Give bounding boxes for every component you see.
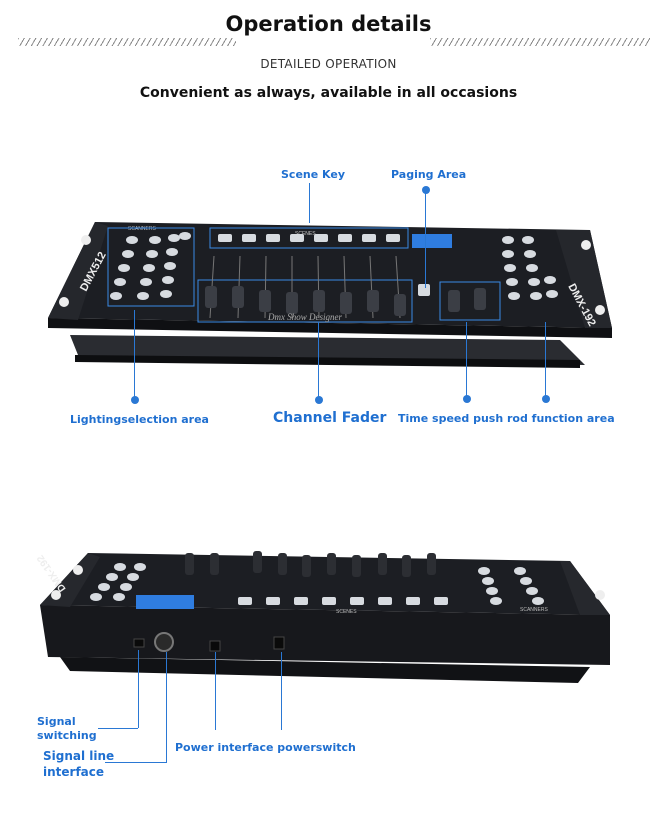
callout-dot — [463, 395, 471, 403]
scene-key-outline — [209, 227, 409, 249]
callout-line — [105, 762, 167, 763]
callout-time-speed: Time speed push rod function area — [398, 412, 615, 425]
callout-dot — [131, 396, 139, 404]
callout-power: Power interface powerswitch — [175, 741, 356, 754]
callout-line — [166, 652, 167, 762]
back-scanners-label-text: SCANNERS — [520, 607, 548, 613]
callout-dot — [422, 186, 430, 194]
callout-signal-line: Signal line interface — [43, 749, 115, 779]
lighting-selection-outline — [107, 227, 195, 307]
time-speed-outline — [439, 281, 501, 321]
page-subtitle: DETAILED OPERATION — [260, 57, 397, 71]
callout-dot — [315, 396, 323, 404]
back-scenes-label-text: SCENES — [336, 609, 357, 615]
power-port — [209, 640, 221, 652]
callout-line — [309, 183, 310, 223]
callout-line — [98, 728, 138, 729]
signal-switch-port — [133, 638, 145, 648]
callout-line — [425, 192, 426, 288]
dmx-console-front: DMX512 DMX-192 SCANNERS SCENES Dmx Show … — [48, 222, 612, 368]
callout-line — [215, 652, 216, 730]
scanners-label-text: SCANNERS — [128, 226, 156, 232]
callout-line — [545, 322, 546, 398]
dmx-console-back: DMX-192 SCENES SCANNERS — [35, 551, 610, 683]
callout-lighting-selection: Lightingselection area — [70, 413, 209, 426]
power-switch — [273, 636, 285, 650]
scenes-label-text: SCENES — [295, 231, 316, 237]
back-brand-text: DMX-192 — [35, 552, 68, 593]
divider-left — [18, 38, 236, 46]
callout-line — [134, 310, 135, 400]
callout-dot — [542, 395, 550, 403]
callout-channel-fader: Channel Fader — [273, 410, 387, 426]
channel-fader-outline — [197, 279, 413, 323]
script-label-text: Dmx Show Designer — [267, 312, 342, 322]
lcd-display — [412, 234, 452, 248]
callout-paging-area: Paging Area — [391, 168, 467, 181]
page-title: Operation details — [225, 12, 432, 36]
tagline: Convenient as always, available in all o… — [139, 85, 518, 101]
callout-line — [138, 650, 139, 728]
callout-line — [466, 322, 467, 398]
divider-right — [430, 38, 650, 46]
back-lcd-display — [136, 595, 194, 609]
callout-signal-switching: Signal switching — [37, 715, 97, 742]
xlr-connector — [154, 632, 174, 652]
callout-scene-key: Scene Key — [281, 168, 345, 181]
callout-line — [281, 652, 282, 730]
callout-line — [318, 322, 319, 400]
